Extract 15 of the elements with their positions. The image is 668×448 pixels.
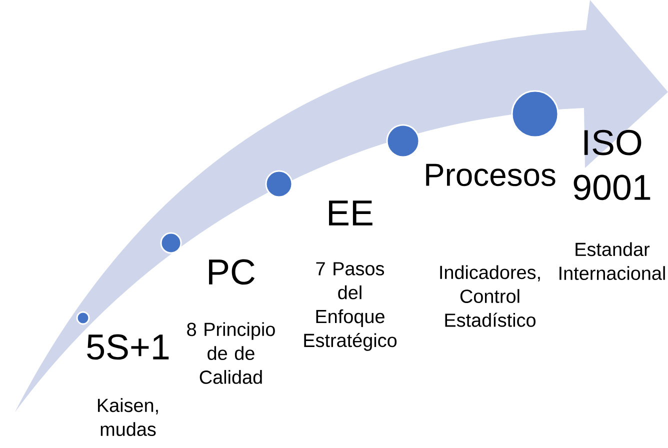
- step-description: 7 Pasos del Enfoque Estratégico: [304, 262, 397, 351]
- dot: [265, 170, 293, 198]
- step-description: Kaisen, mudas: [98, 398, 158, 436]
- step-title: EE: [329, 200, 372, 226]
- step-description: Estandar Internacional: [560, 242, 665, 280]
- step-title: Procesos: [426, 164, 556, 186]
- step-title: 5S+1: [87, 334, 169, 360]
- dot: [511, 90, 559, 138]
- step-title: ISO 9001: [574, 130, 650, 200]
- step-title: PC: [209, 259, 255, 285]
- dot: [160, 232, 182, 254]
- dot: [386, 124, 420, 158]
- dot: [76, 311, 90, 325]
- step-description: 8 Principio de de Calidad: [187, 322, 275, 384]
- step-description: Indicadores, Control Estadístico: [440, 265, 540, 327]
